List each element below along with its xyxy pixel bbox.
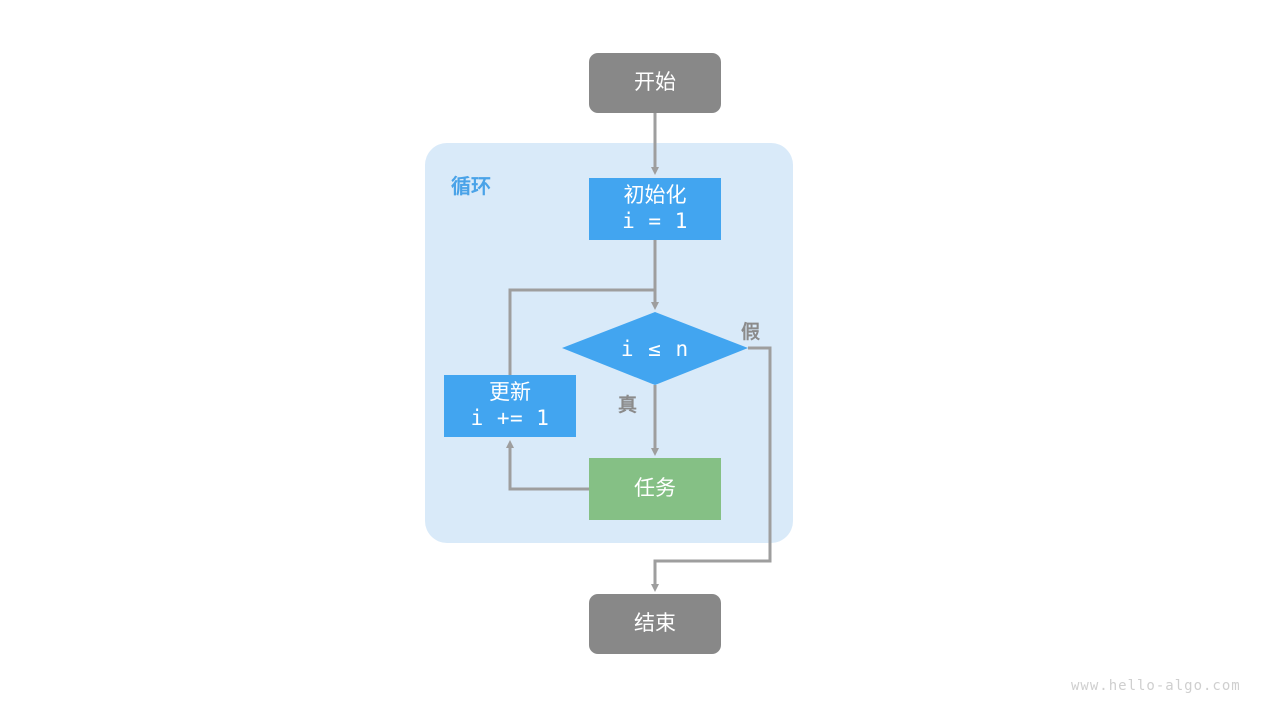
edge-update-to-condition: [508, 288, 655, 376]
loop-block-label: 循环: [451, 176, 491, 198]
node-update[interactable]: 更新 i += 1: [444, 375, 576, 437]
node-init[interactable]: 初始化 i = 1: [589, 178, 721, 240]
node-init-label-line2: i = 1: [622, 209, 688, 233]
node-start[interactable]: 开始: [589, 53, 721, 113]
node-start-label: 开始: [634, 70, 676, 94]
edge-label-false: 假: [741, 322, 761, 343]
node-update-label-line2: i += 1: [470, 406, 550, 430]
edge-label-true: 真: [618, 395, 638, 416]
node-end[interactable]: 结束: [589, 594, 721, 654]
edge-condition-false-to-end: [651, 346, 772, 592]
node-task-label: 任务: [634, 476, 676, 500]
node-end-label: 结束: [634, 611, 676, 635]
node-init-label-line1: 初始化: [623, 184, 687, 208]
node-update-label-line1: 更新: [489, 381, 531, 405]
edge-task-to-update: [506, 440, 589, 491]
node-task[interactable]: 任务: [589, 458, 721, 520]
watermark-url: www.hello-algo.com: [1071, 678, 1241, 694]
condition-diamond-shape: [562, 312, 748, 385]
